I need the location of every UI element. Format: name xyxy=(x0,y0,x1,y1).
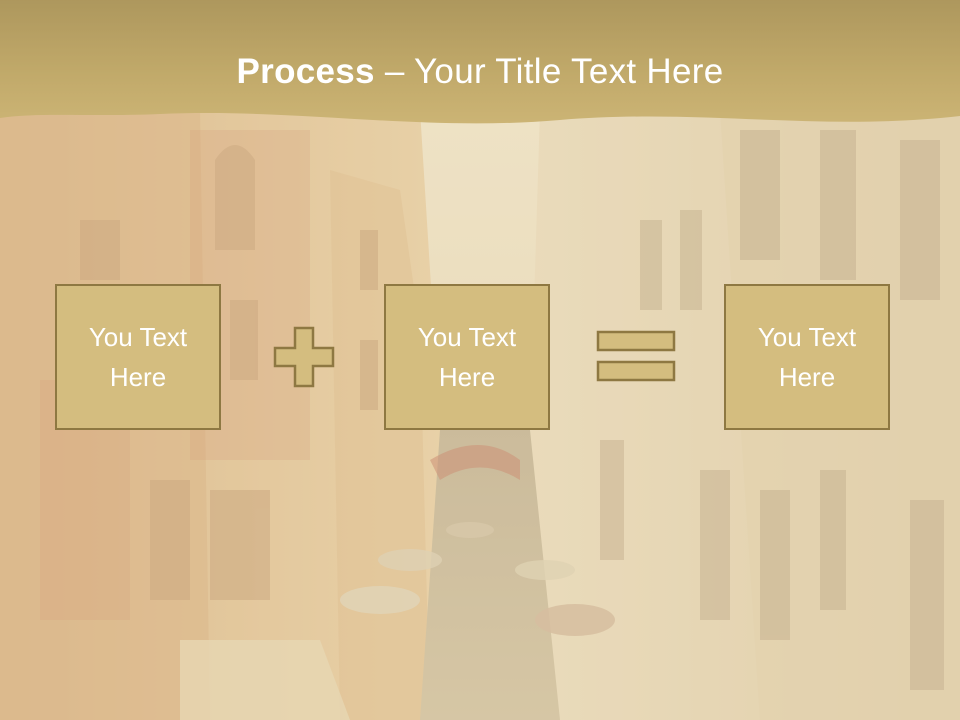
process-box-1[interactable]: You Text Here xyxy=(55,284,221,430)
process-box-3[interactable]: You Text Here xyxy=(724,284,890,430)
process-box-2-label: You Text Here xyxy=(417,322,517,392)
process-box-3-label: You Text Here xyxy=(757,322,857,392)
plus-icon xyxy=(273,326,335,388)
title-bold: Process xyxy=(236,52,375,91)
slide-title: Process – Your Title Text Here xyxy=(0,52,960,92)
title-rest: – Your Title Text Here xyxy=(374,52,724,91)
process-box-2[interactable]: You Text Here xyxy=(384,284,550,430)
equals-icon xyxy=(596,330,676,382)
process-box-1-label: You Text Here xyxy=(88,322,188,392)
